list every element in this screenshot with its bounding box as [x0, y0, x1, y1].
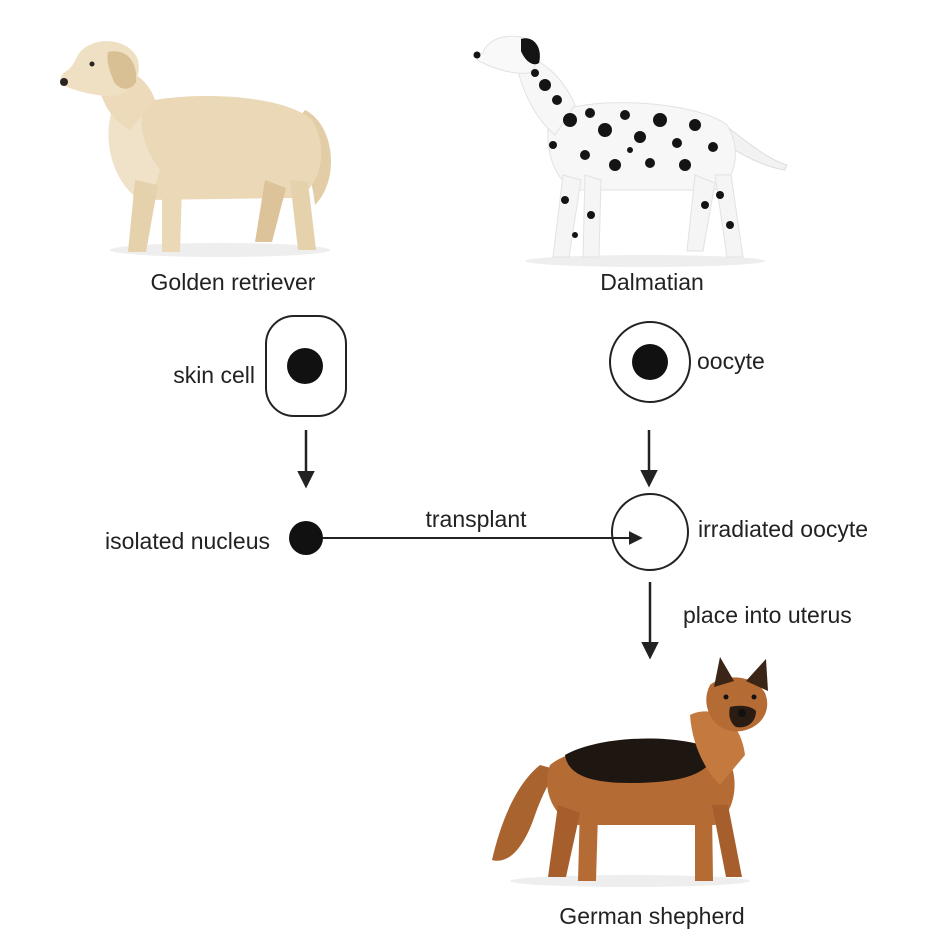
transplant-label: transplant — [425, 508, 526, 531]
isolated-nucleus-shape — [289, 521, 323, 555]
dalmatian-label: Dalmatian — [600, 271, 704, 294]
irradiated-oocyte-shape — [612, 494, 688, 570]
irradiated-oocyte-label: irradiated oocyte — [698, 518, 868, 541]
skin-cell-label: skin cell — [173, 364, 255, 387]
oocyte-label: oocyte — [697, 350, 765, 373]
oocyte-shape — [610, 322, 690, 402]
place-into-uterus-label: place into uterus — [683, 604, 852, 627]
german-shepherd-label: German shepherd — [559, 905, 744, 928]
isolated-nucleus-label: isolated nucleus — [105, 530, 270, 553]
golden-retriever-label: Golden retriever — [151, 271, 316, 294]
skin-cell-shape — [266, 316, 346, 416]
